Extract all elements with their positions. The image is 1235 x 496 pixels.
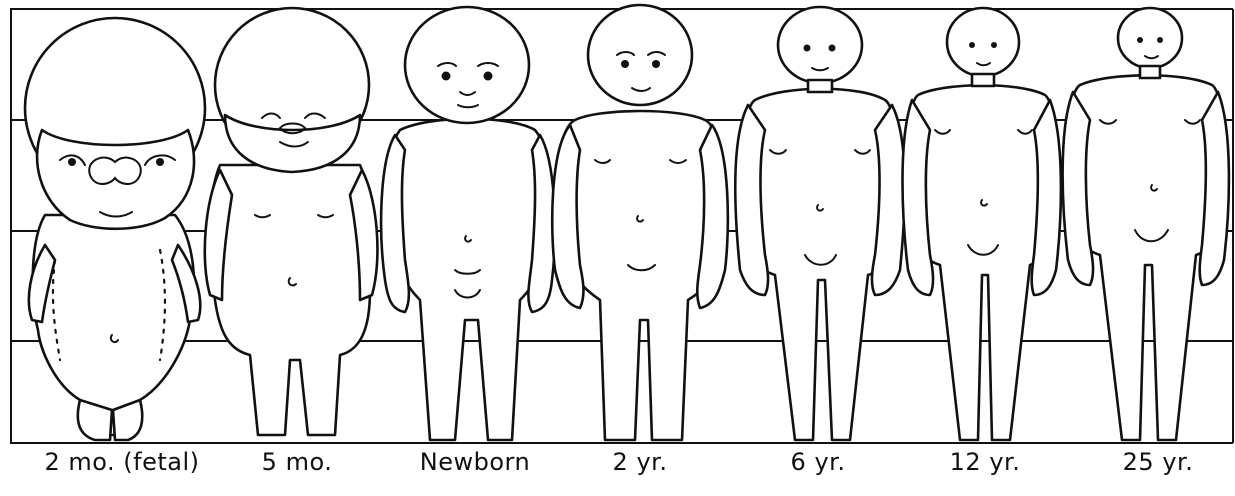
figure-25yr [1063,8,1229,440]
label-6yr: 6 yr. [791,448,846,476]
label-25yr: 25 yr. [1123,448,1194,476]
figure-newborn [381,7,555,440]
label-5mo: 5 mo. [262,448,333,476]
label-2yr: 2 yr. [613,448,668,476]
figure-12yr [903,8,1061,440]
label-fetal-2mo: 2 mo. (fetal) [44,448,199,476]
figure-6yr [735,7,904,440]
label-newborn: Newborn [420,448,530,476]
figure-2yr [552,5,728,440]
figure-5mo [205,8,378,435]
figure-fetal-2mo [25,18,205,440]
label-12yr: 12 yr. [950,448,1021,476]
